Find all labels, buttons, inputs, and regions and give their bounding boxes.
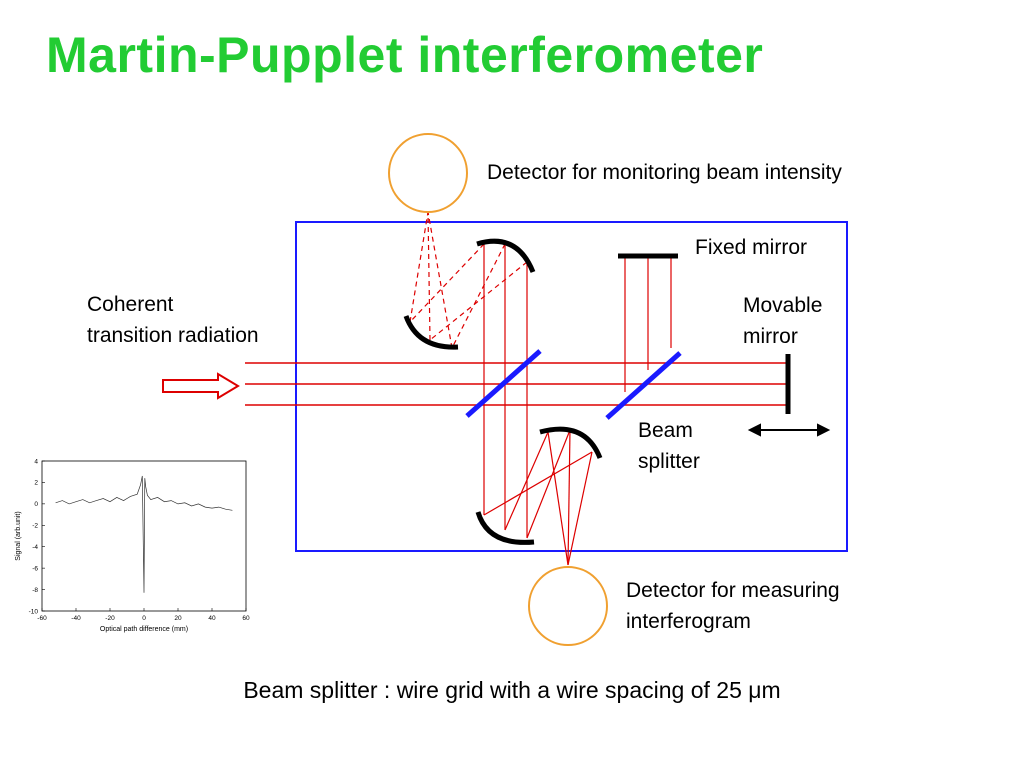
curved-mirrors (403, 238, 603, 545)
movable-mirror-label: Movable mirror (743, 290, 822, 352)
x-tick-label: 0 (142, 615, 146, 622)
movement-arrow (747, 423, 831, 437)
caption: Beam splitter : wire grid with a wire sp… (0, 677, 1024, 704)
y-tick-label: -2 (32, 523, 38, 530)
movable-mirror-label-line1: Movable (743, 294, 823, 317)
page-title: Martin-Pupplet interferometer (46, 27, 764, 83)
y-axis-label: Signal (arb.unit) (15, 511, 22, 560)
x-tick-label: 40 (208, 615, 216, 622)
x-tick-label: -20 (105, 615, 115, 622)
caption-text: Beam splitter : wire grid with a wire sp… (243, 677, 749, 703)
monitor-detector-label: Detector for monitoring beam intensity (487, 161, 842, 184)
measuring-detector-label-line1: Detector for measuring (626, 579, 840, 602)
caption-unit: μm (748, 677, 781, 703)
input-arrow (162, 372, 240, 400)
lower-right-curved-mirror (539, 426, 603, 459)
source-label-line2: transition radiation (87, 324, 259, 347)
monitor-curved-mirror (403, 315, 459, 350)
x-tick-label: 20 (174, 615, 182, 622)
movable-mirror-label-line2: mirror (743, 325, 798, 348)
beam-splitter-label: Beam splitter (638, 415, 700, 477)
x-tick-label: 60 (242, 615, 250, 622)
recombined-beams (483, 244, 593, 566)
instrument-frame (295, 221, 848, 552)
y-tick-label: 2 (34, 480, 38, 487)
source-label-line1: Coherent (87, 293, 174, 316)
measuring-detector-label-line2: interferogram (626, 610, 751, 633)
y-tick-label: 4 (34, 458, 38, 465)
x-axis-label: Optical path difference (mm) (100, 626, 188, 633)
monitor-beams (409, 211, 528, 349)
fixed-mirror-beams (624, 257, 672, 392)
beam-splitter-label-line2: splitter (638, 450, 700, 473)
x-tick-label: -40 (71, 615, 81, 622)
y-tick-label: -8 (32, 587, 38, 594)
measuring-detector (528, 566, 608, 646)
y-tick-label: 0 (34, 501, 38, 508)
y-tick-label: -10 (29, 608, 39, 615)
beam-splitter-2 (605, 351, 682, 420)
x-tick-label: -60 (37, 615, 47, 622)
y-tick-label: -6 (32, 565, 38, 572)
lower-left-curved-mirror (475, 511, 535, 545)
fixed-mirror-label: Fixed mirror (695, 236, 808, 259)
signal-line (55, 475, 233, 593)
input-beams (245, 362, 788, 406)
upper-curved-mirror (476, 238, 536, 273)
y-tick-label: -4 (32, 544, 38, 551)
measuring-detector-label: Detector for measuring interferogram (626, 575, 840, 637)
source-label: Coherent transition radiation (87, 289, 259, 351)
monitor-detector (388, 133, 468, 213)
beam-splitter-1 (465, 349, 542, 418)
beam-splitter-label-line1: Beam (638, 419, 693, 442)
